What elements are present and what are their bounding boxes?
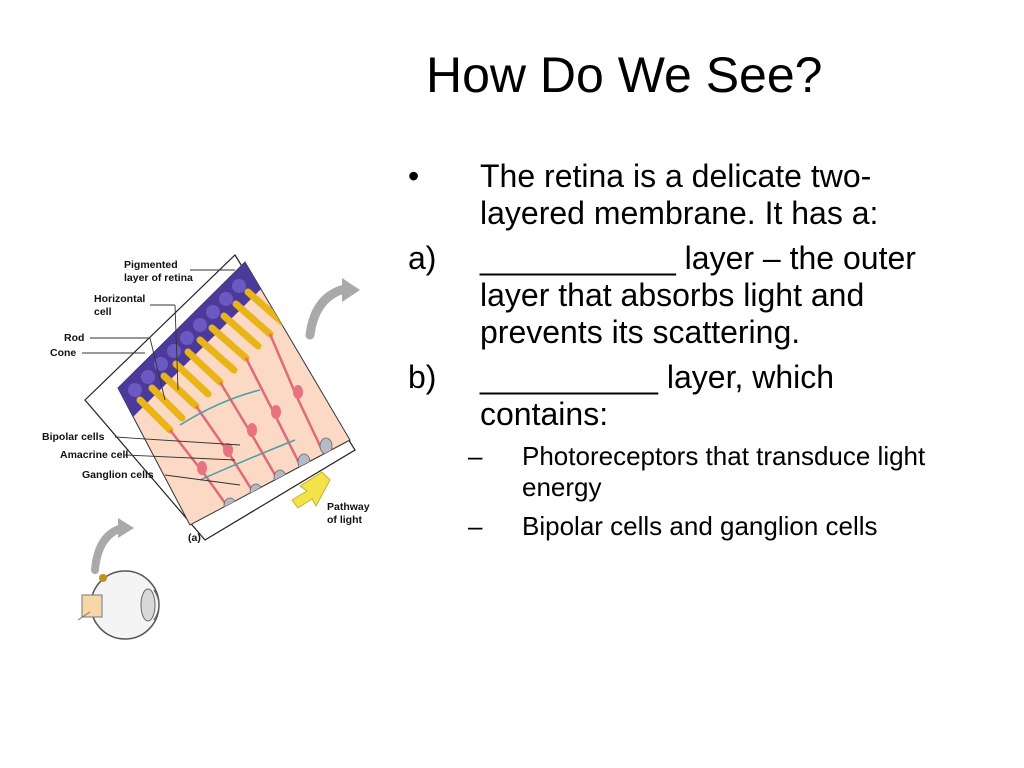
- bipolar-cells: [197, 385, 303, 475]
- bullet-marker: •: [408, 158, 420, 194]
- sub-item-photoreceptors: – Photoreceptors that transduce light en…: [408, 441, 1008, 503]
- horizontal-amacrine-fibers: [179, 389, 296, 481]
- label-pigmented-line2: layer of retina: [124, 272, 193, 284]
- label-rod: Rod: [64, 332, 84, 344]
- sub-marker: –: [468, 441, 483, 471]
- list-item-a: a) ___________ layer – the outer layer t…: [408, 240, 1008, 351]
- sub-text: Bipolar cells and ganglion cells: [522, 511, 878, 541]
- label-horizontal-line1: Horizontal: [94, 293, 145, 305]
- leader-lines: [82, 269, 241, 486]
- curved-arrow-bottom: [91, 524, 126, 574]
- label-ganglion: Ganglion cells: [82, 469, 154, 481]
- label-amacrine: Amacrine cell: [60, 449, 128, 461]
- bullet-text: The retina is a delicate two-layered mem…: [480, 158, 879, 231]
- bullet-item: • The retina is a delicate two-layered m…: [408, 158, 1008, 232]
- retina-layers: [118, 262, 333, 515]
- label-cone: Cone: [50, 347, 76, 359]
- label-panel-a: (a): [188, 532, 201, 544]
- sub-item-bipolar-ganglion: – Bipolar cells and ganglion cells: [408, 511, 1008, 542]
- curved-arrow-bottom-head: [118, 518, 134, 538]
- label-bipolar: Bipolar cells: [42, 431, 105, 443]
- retina-diagram: Pigmented layer of retina Horizontal cel…: [42, 254, 370, 640]
- slide-title: How Do We See?: [426, 47, 823, 103]
- curved-arrow-top-head: [342, 278, 360, 302]
- slide-body: • The retina is a delicate two-layered m…: [408, 158, 1008, 550]
- list-item-b: b) __________ layer, which contains:: [408, 359, 1008, 433]
- label-pathway-line1: Pathway: [327, 501, 370, 513]
- sub-marker: –: [468, 511, 483, 541]
- retina-figure: Pigmented layer of retina Horizontal cel…: [30, 240, 400, 660]
- label-pathway-line2: of light: [327, 514, 362, 526]
- rods-and-cones: [136, 288, 286, 434]
- list-marker-a: a): [408, 240, 437, 276]
- outer-frame: [84, 254, 356, 541]
- light-pathway-arrow: [291, 471, 331, 509]
- sub-text: Photoreceptors that transduce light ener…: [522, 441, 926, 502]
- label-pigmented-line1: Pigmented: [124, 259, 178, 271]
- list-text-a: ___________ layer – the outer layer that…: [480, 240, 916, 350]
- label-horizontal-line2: cell: [94, 306, 112, 318]
- list-marker-b: b): [408, 359, 437, 395]
- eyeball-diagram: [77, 570, 160, 640]
- pigment-cells: [128, 279, 246, 397]
- list-text-b: __________ layer, which contains:: [480, 359, 835, 432]
